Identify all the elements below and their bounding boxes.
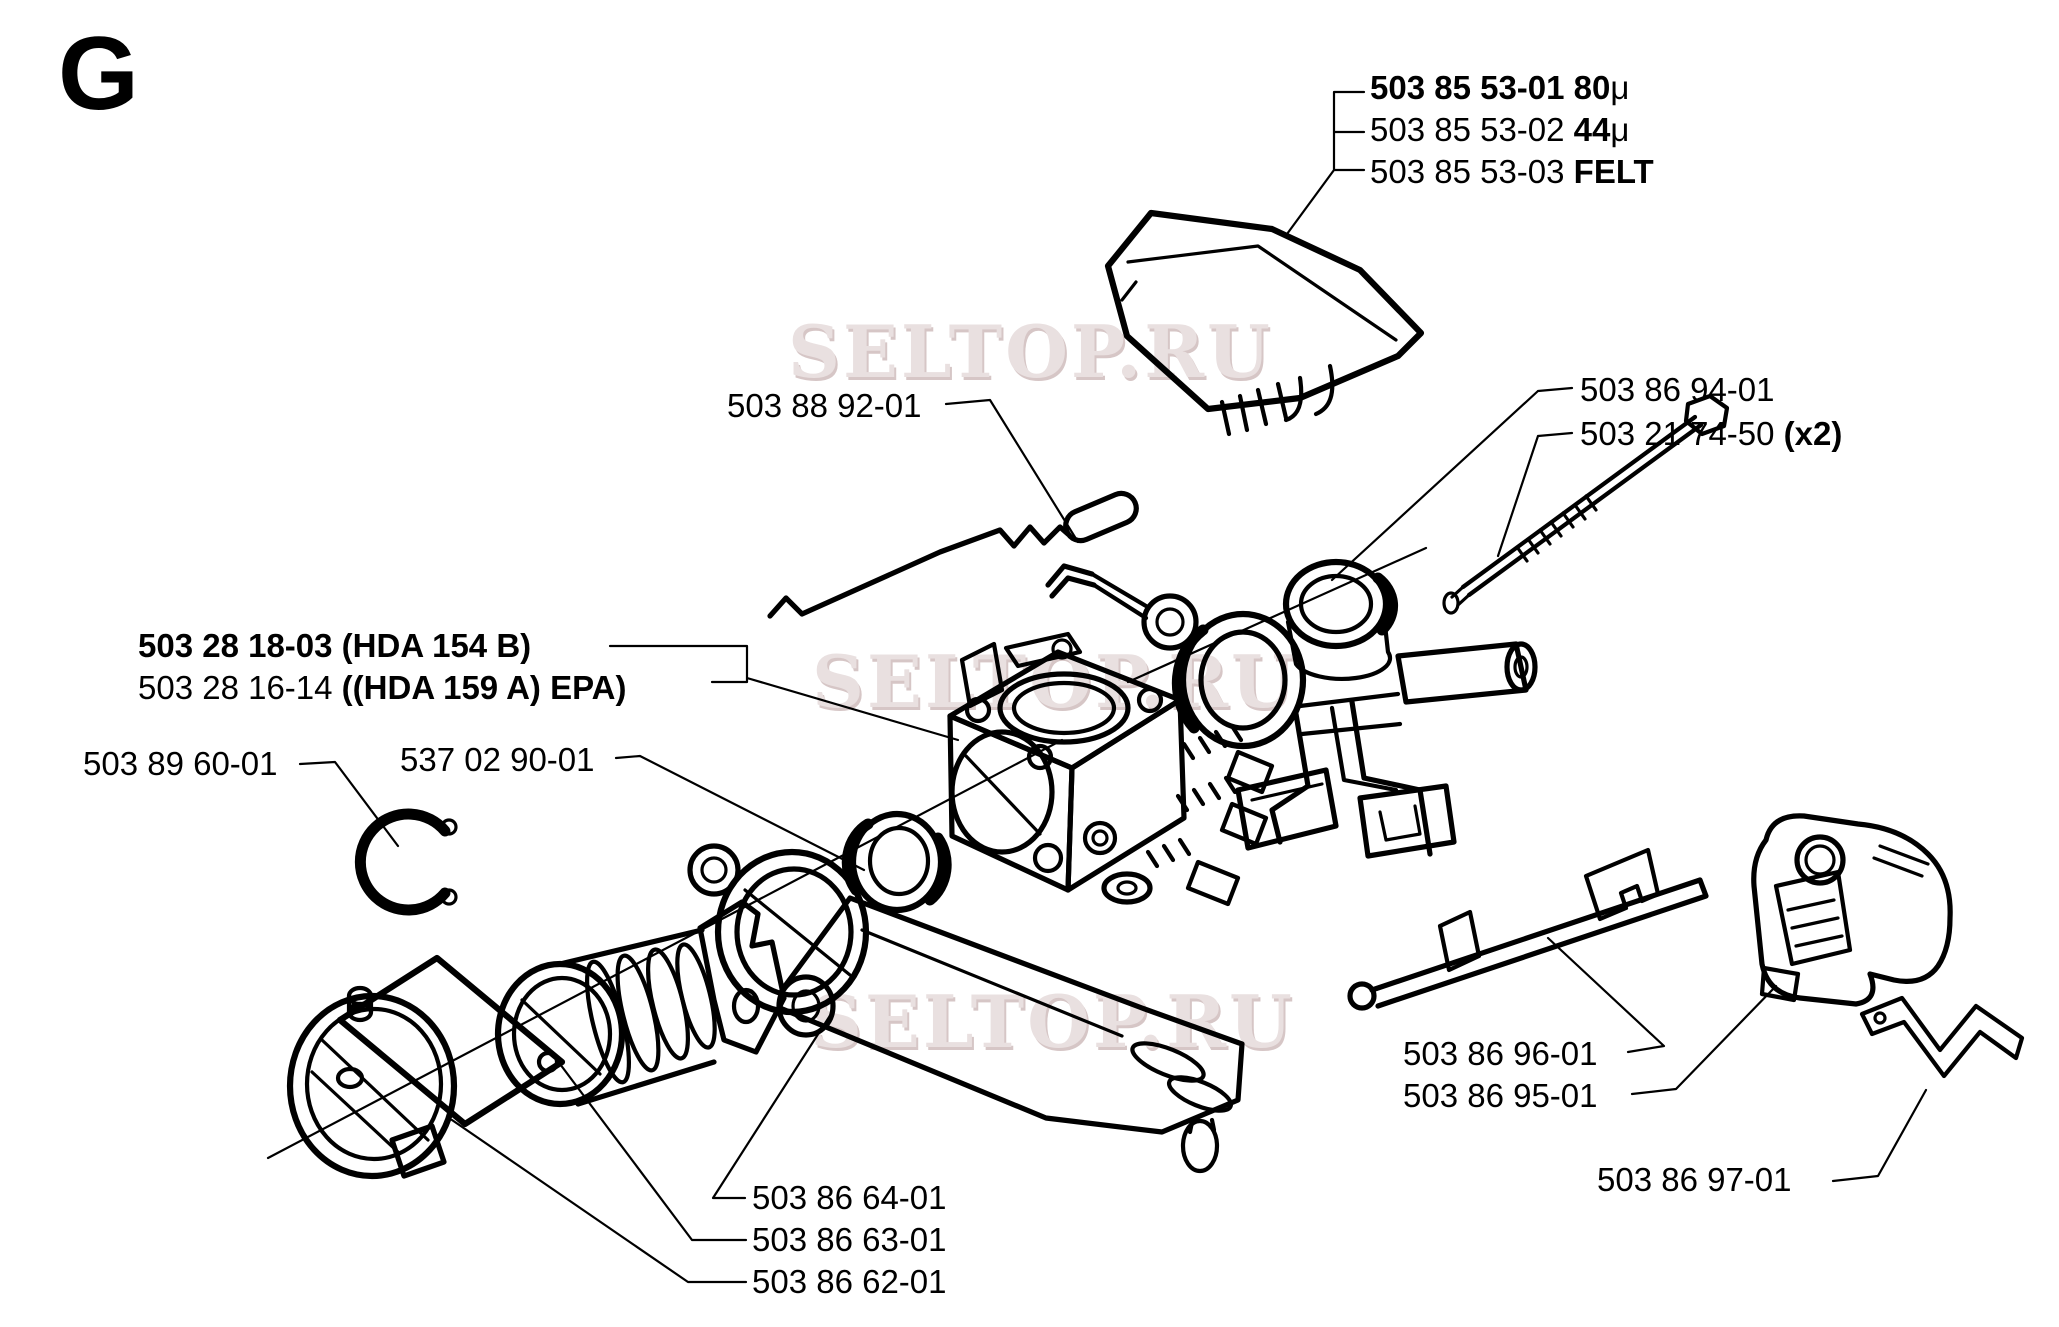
part-label-503-86-62-01: 503 86 62-01 xyxy=(752,1263,947,1300)
part-label-503-89-60-01: 503 89 60-01 xyxy=(83,745,278,782)
section-letter: G xyxy=(58,16,139,132)
retaining-ring xyxy=(354,808,458,916)
part-label-503-86-63-01: 503 86 63-01 xyxy=(752,1221,947,1258)
mounting-bolt xyxy=(1442,393,1730,615)
part-label-503-88-92-01: 503 88 92-01 xyxy=(727,387,922,424)
part-label-503-28-18-03: 503 28 18-03 (HDA 154 B) xyxy=(138,627,532,664)
throttle-lever-housing xyxy=(1751,813,1953,1007)
part-label-503-86-96-01: 503 86 96-01 xyxy=(1403,1035,1598,1072)
throttle-rod-rail xyxy=(1347,847,1709,1011)
part-label-503-85-53-01: 503 85 53-01 80μ xyxy=(1370,69,1630,106)
manifold-bracket xyxy=(1045,558,1538,859)
flat-spring-clip xyxy=(1859,995,2025,1079)
air-filter-cover xyxy=(1104,209,1425,437)
part-label-503-85-53-02: 503 85 53-02 44μ xyxy=(1370,111,1630,148)
intake-flange xyxy=(286,954,566,1180)
choke-rod xyxy=(767,490,1139,619)
boot-sleeve xyxy=(494,899,787,1108)
part-label-503-21-74-50: 503 21 74-50 (x2) xyxy=(1580,415,1843,452)
carburetor xyxy=(947,631,1275,907)
part-label-503-86-64-01: 503 86 64-01 xyxy=(752,1179,947,1216)
part-label-503-86-95-01: 503 86 95-01 xyxy=(1403,1077,1598,1114)
part-label-503-28-16-14: 503 28 16-14 ((HDA 159 A) EPA) xyxy=(138,669,627,706)
part-label-503-86-94-01: 503 86 94-01 xyxy=(1580,371,1775,408)
part-label-503-86-97-01: 503 86 97-01 xyxy=(1597,1161,1792,1198)
leader-lines xyxy=(298,90,1928,1284)
part-label-537-02-90-01: 537 02 90-01 xyxy=(400,741,595,778)
part-label-503-85-53-03: 503 85 53-03 FELT xyxy=(1370,153,1654,190)
